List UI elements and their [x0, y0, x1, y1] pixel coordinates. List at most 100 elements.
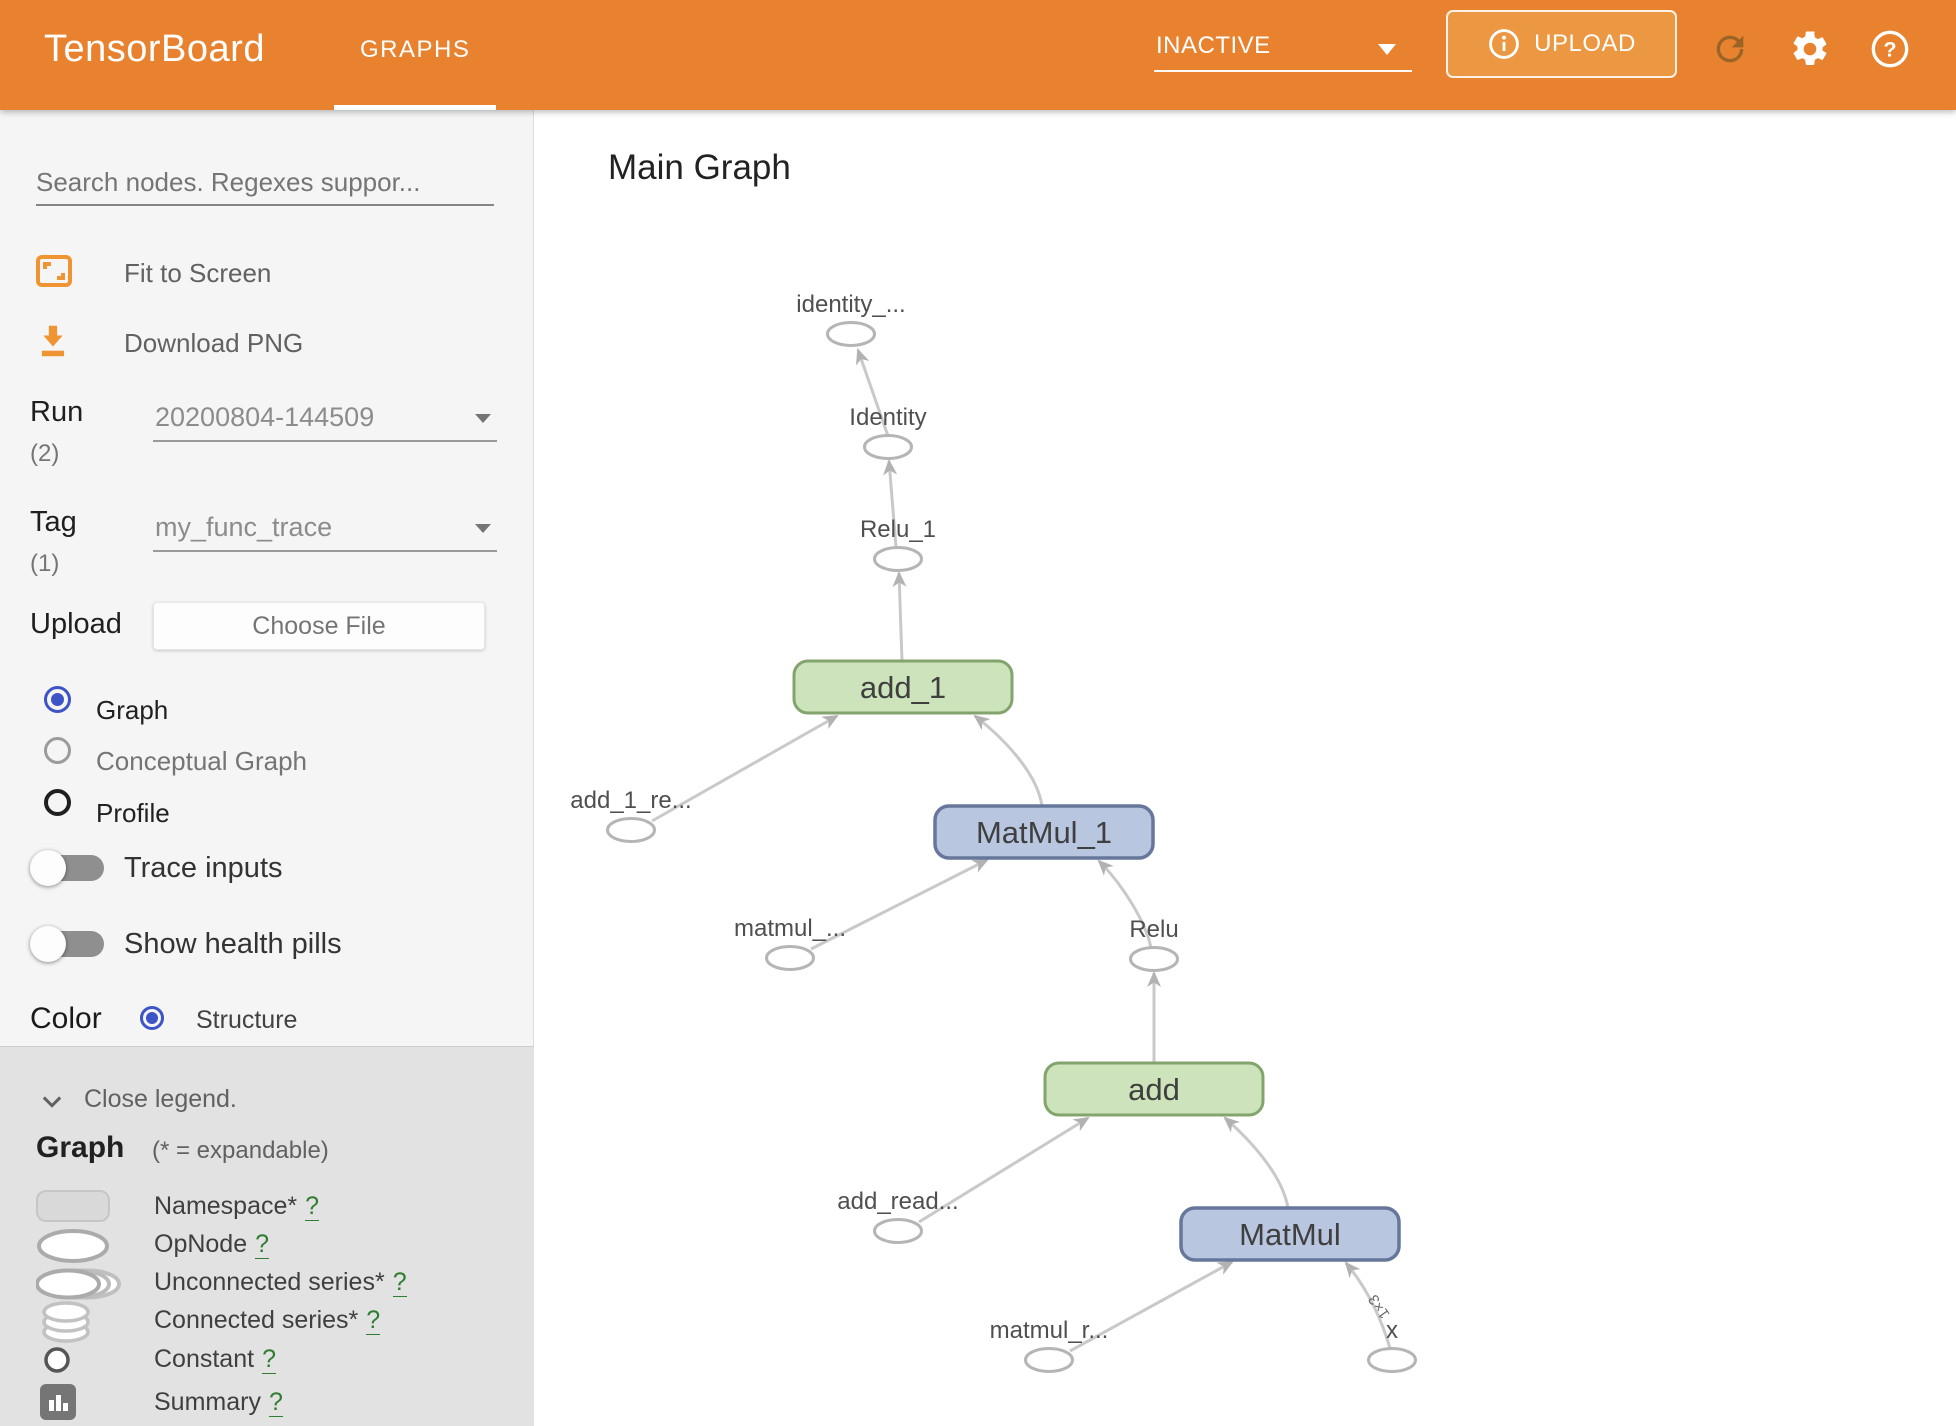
help-link[interactable]: ?	[305, 1192, 320, 1221]
edge-Relu_1-to-Identity	[883, 459, 898, 548]
svg-text:matmul_...: matmul_...	[734, 915, 846, 942]
upload-label: Upload	[30, 608, 122, 640]
svg-text:add: add	[1128, 1072, 1180, 1107]
help-link[interactable]: ?	[268, 1388, 283, 1417]
legend-item-unconnected-series: Unconnected series*?	[154, 1268, 407, 1297]
edge-Relu-to-MatMul_1	[1097, 859, 1153, 949]
settings-button[interactable]	[1788, 26, 1832, 72]
fit-to-screen-button[interactable]	[36, 255, 72, 292]
legend-item-connected-series: Connected series*?	[154, 1306, 381, 1335]
legend-item-label: Summary	[154, 1388, 261, 1416]
chevron-down-icon	[1378, 44, 1396, 55]
svg-text:add_1_re...: add_1_re...	[570, 787, 691, 814]
fit-to-screen-label[interactable]: Fit to Screen	[124, 258, 272, 288]
summary-swatch-icon	[40, 1384, 76, 1420]
sidebar: Fit to Screen Download PNG Run (2) 20200…	[0, 110, 534, 1426]
download-icon	[41, 325, 65, 357]
search-input[interactable]	[36, 160, 494, 206]
graph-node-identity_out[interactable]: identity_...	[796, 291, 906, 347]
radio-conceptual-graph-label[interactable]: Conceptual Graph	[96, 746, 308, 776]
graph-node-add_1[interactable]: add_1	[792, 659, 1014, 715]
constant-swatch-icon	[44, 1347, 70, 1373]
graph-node-add_read[interactable]: add_read...	[837, 1188, 959, 1244]
download-png-label[interactable]: Download PNG	[124, 328, 304, 358]
edge-x-to-MatMul	[1344, 1261, 1392, 1349]
main-graph-title: Main Graph	[608, 148, 791, 187]
graph-node-Identity[interactable]: Identity	[849, 404, 927, 460]
tab-graphs[interactable]: GRAPHS	[360, 36, 471, 63]
svg-text:Identity: Identity	[849, 404, 926, 431]
close-legend-button[interactable]: Close legend.	[84, 1085, 237, 1113]
info-icon	[1489, 29, 1520, 59]
edge-matmul_r-to-MatMul	[1069, 1260, 1234, 1353]
tag-count: (1)	[30, 550, 60, 577]
run-select-value: 20200804-144509	[155, 402, 375, 432]
legend-item-label: Connected series*	[154, 1306, 359, 1334]
help-button[interactable]: ?	[1868, 26, 1912, 72]
app-header: TensorBoard GRAPHS INACTIVE UPLOAD	[0, 0, 1956, 110]
radio-graph[interactable]	[44, 686, 71, 713]
opnode-swatch-icon	[37, 1229, 109, 1263]
help-link[interactable]: ?	[392, 1268, 407, 1297]
graph-node-x[interactable]: x	[1367, 1317, 1417, 1373]
graph-node-matmul_r[interactable]: matmul_r...	[990, 1317, 1109, 1373]
active-tab-underline	[334, 105, 496, 110]
fit-to-screen-icon	[36, 255, 72, 287]
refresh-button[interactable]	[1708, 26, 1752, 72]
graph-node-MatMul_1[interactable]: MatMul_1	[933, 804, 1155, 860]
graph-node-Relu_1[interactable]: Relu_1	[860, 516, 936, 572]
connected-series-swatch-icon	[42, 1301, 90, 1343]
edges-layer: 1×3	[651, 348, 1394, 1353]
svg-text:Relu: Relu	[1129, 916, 1178, 943]
svg-text:add_1: add_1	[860, 670, 946, 705]
radio-conceptual-graph[interactable]	[44, 737, 71, 764]
tag-select[interactable]: my_func_trace	[153, 508, 497, 552]
tag-label: Tag	[30, 506, 77, 538]
edge-matmul_-to-MatMul_1	[810, 858, 989, 951]
toggle-thumb	[30, 926, 66, 962]
choose-file-button[interactable]: Choose File	[153, 602, 485, 650]
graph-node-matmul_[interactable]: matmul_...	[734, 915, 846, 971]
radio-profile[interactable]	[44, 789, 71, 816]
legend-item-namespace: Namespace*?	[154, 1192, 320, 1221]
radio-color-structure[interactable]	[140, 1006, 164, 1030]
help-icon: ?	[1871, 30, 1909, 68]
download-png-button[interactable]	[36, 323, 70, 364]
show-health-pills-toggle[interactable]	[30, 926, 108, 962]
legend-item-label: Namespace*	[154, 1192, 298, 1220]
svg-text:identity_...: identity_...	[796, 291, 905, 318]
run-select[interactable]: 20200804-144509	[153, 398, 497, 442]
namespace-swatch-icon	[36, 1190, 110, 1222]
help-link[interactable]: ?	[255, 1230, 270, 1259]
environment-value: INACTIVE	[1156, 32, 1271, 59]
edge-MatMul_1-to-add_1	[973, 714, 1044, 807]
upload-button[interactable]: UPLOAD	[1446, 10, 1677, 78]
chevron-down-icon[interactable]	[38, 1087, 66, 1115]
graph-node-add[interactable]: add	[1043, 1061, 1265, 1117]
svg-text:add_read...: add_read...	[837, 1188, 958, 1215]
tag-select-value: my_func_trace	[155, 512, 333, 542]
legend-heading: Graph	[36, 1131, 125, 1164]
run-label: Run	[30, 396, 84, 428]
radio-graph-label[interactable]: Graph	[96, 695, 169, 725]
graph-node-Relu[interactable]: Relu	[1129, 916, 1179, 972]
trace-inputs-toggle[interactable]	[30, 850, 108, 886]
legend-item-label: OpNode	[154, 1230, 248, 1258]
legend-item-opnode: OpNode?	[154, 1230, 270, 1259]
edge-add_1_re-to-add_1	[651, 714, 839, 823]
svg-text:x: x	[1386, 1317, 1398, 1344]
radio-profile-label[interactable]: Profile	[96, 798, 170, 828]
legend-item-label: Unconnected series*	[154, 1268, 385, 1296]
svg-text:matmul_r...: matmul_r...	[990, 1317, 1109, 1344]
legend-item-label: Constant	[154, 1345, 255, 1373]
help-link[interactable]: ?	[262, 1345, 276, 1374]
environment-select[interactable]: INACTIVE	[1154, 28, 1412, 72]
edge-add_read-to-add	[918, 1116, 1090, 1224]
gear-icon	[1793, 31, 1827, 65]
edge-add_1-to-Relu_1	[892, 571, 907, 662]
help-link[interactable]: ?	[366, 1306, 381, 1335]
chevron-down-icon	[475, 524, 491, 533]
graph-node-MatMul[interactable]: MatMul	[1179, 1206, 1401, 1262]
graph-node-add_1_re[interactable]: add_1_re...	[570, 787, 692, 843]
